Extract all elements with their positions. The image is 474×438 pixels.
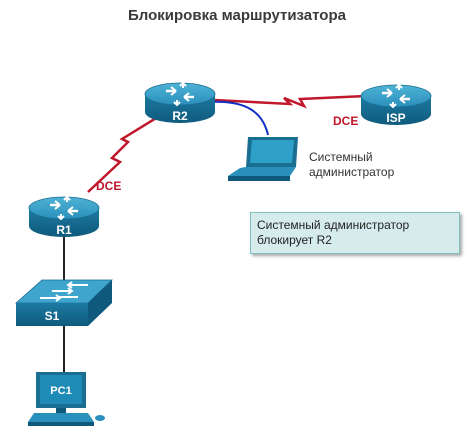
callout-note: Системный администратор блокирует R2 [250,212,460,254]
pc1-label: PC1 [50,385,71,397]
dce-label-r1-r2: DCE [96,179,121,193]
router-r1[interactable]: R1 [28,195,100,237]
dce-label-r2-isp: DCE [333,114,358,128]
serial-link-r1-r2 [87,110,167,193]
admin-laptop[interactable] [228,137,298,181]
router-isp[interactable]: ISP [360,83,432,125]
router-r2-label: R2 [172,109,188,123]
switch-s1-label: S1 [45,309,60,323]
router-r2[interactable]: R2 [144,81,216,123]
console-cable [207,100,269,136]
serial-link-r2-isp [213,94,367,109]
pc-pc1[interactable]: PC1 [28,372,105,426]
admin-label: Системный администратор [309,150,395,179]
diagram-title: Блокировка маршрутизатора [128,7,346,24]
router-isp-label: ISP [386,111,405,125]
router-r1-label: R1 [56,223,72,237]
switch-s1[interactable]: S1 [14,279,113,326]
